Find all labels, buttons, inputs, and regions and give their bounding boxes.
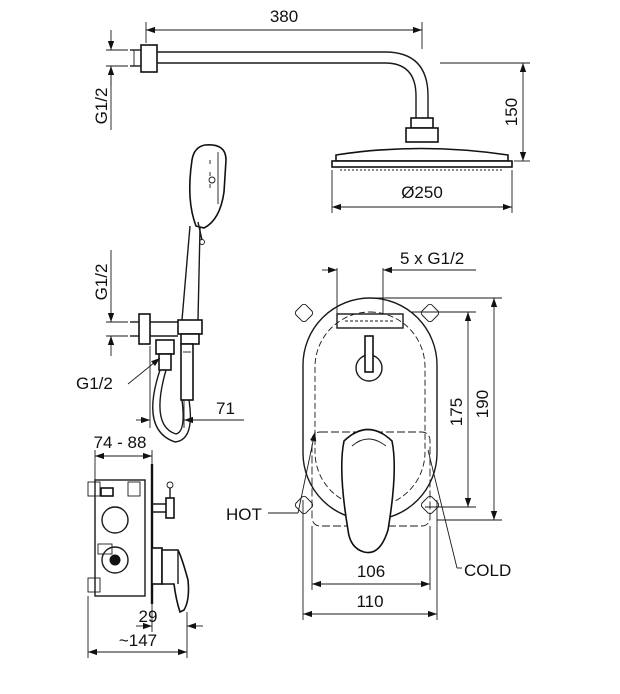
dimension-hand-thread-top: G1/2 <box>92 250 128 356</box>
dimension-74-88: 74 - 88 <box>94 433 153 480</box>
cold-label: COLD <box>464 561 511 580</box>
hand-thread-top-label: G1/2 <box>92 264 111 301</box>
dimension-250: Ø250 <box>331 170 513 213</box>
hand-shower-assembly <box>130 143 227 443</box>
dimension-380-label: 380 <box>270 7 298 26</box>
dimension-106: 106 <box>311 526 431 590</box>
dimension-250-label: Ø250 <box>401 183 443 202</box>
dimension-147: ~147 <box>87 596 188 658</box>
shower-arm-assembly <box>130 44 513 171</box>
dimension-74-88-label: 74 - 88 <box>94 433 147 452</box>
dimension-arm-thread: G1/2 <box>92 30 128 130</box>
mixer-box-front <box>294 297 440 554</box>
dimension-190-label: 190 <box>473 390 492 418</box>
dimension-150: 150 <box>440 62 530 162</box>
outlets-label: 5 x G1/2 <box>400 249 464 268</box>
dimension-outlets: 5 x G1/2 <box>322 249 476 314</box>
dimension-190: 190 <box>372 297 502 521</box>
mixer-box-side <box>87 464 190 614</box>
dimension-29-label: 29 <box>139 607 158 626</box>
dimension-106-label: 106 <box>357 562 385 581</box>
hot-label: HOT <box>226 505 262 524</box>
dimension-29: 29 <box>136 604 203 632</box>
dimension-175: 175 <box>412 311 476 508</box>
dimension-71: 71 <box>136 346 244 428</box>
dimension-175-label: 175 <box>447 398 466 426</box>
hot-callout: HOT <box>226 431 317 524</box>
dimension-150-label: 150 <box>502 98 521 126</box>
arm-thread-label: G1/2 <box>92 88 111 125</box>
dimension-380: 380 <box>145 7 423 49</box>
cold-callout: COLD <box>427 449 511 580</box>
hand-thread-side-label: G1/2 <box>76 374 113 393</box>
dimension-110-label: 110 <box>356 592 383 611</box>
dimension-110: 110 <box>302 500 438 620</box>
dimension-71-label: 71 <box>216 399 235 418</box>
dimension-hand-thread-side: G1/2 <box>76 357 161 393</box>
dimension-147-label: ~147 <box>119 631 157 650</box>
